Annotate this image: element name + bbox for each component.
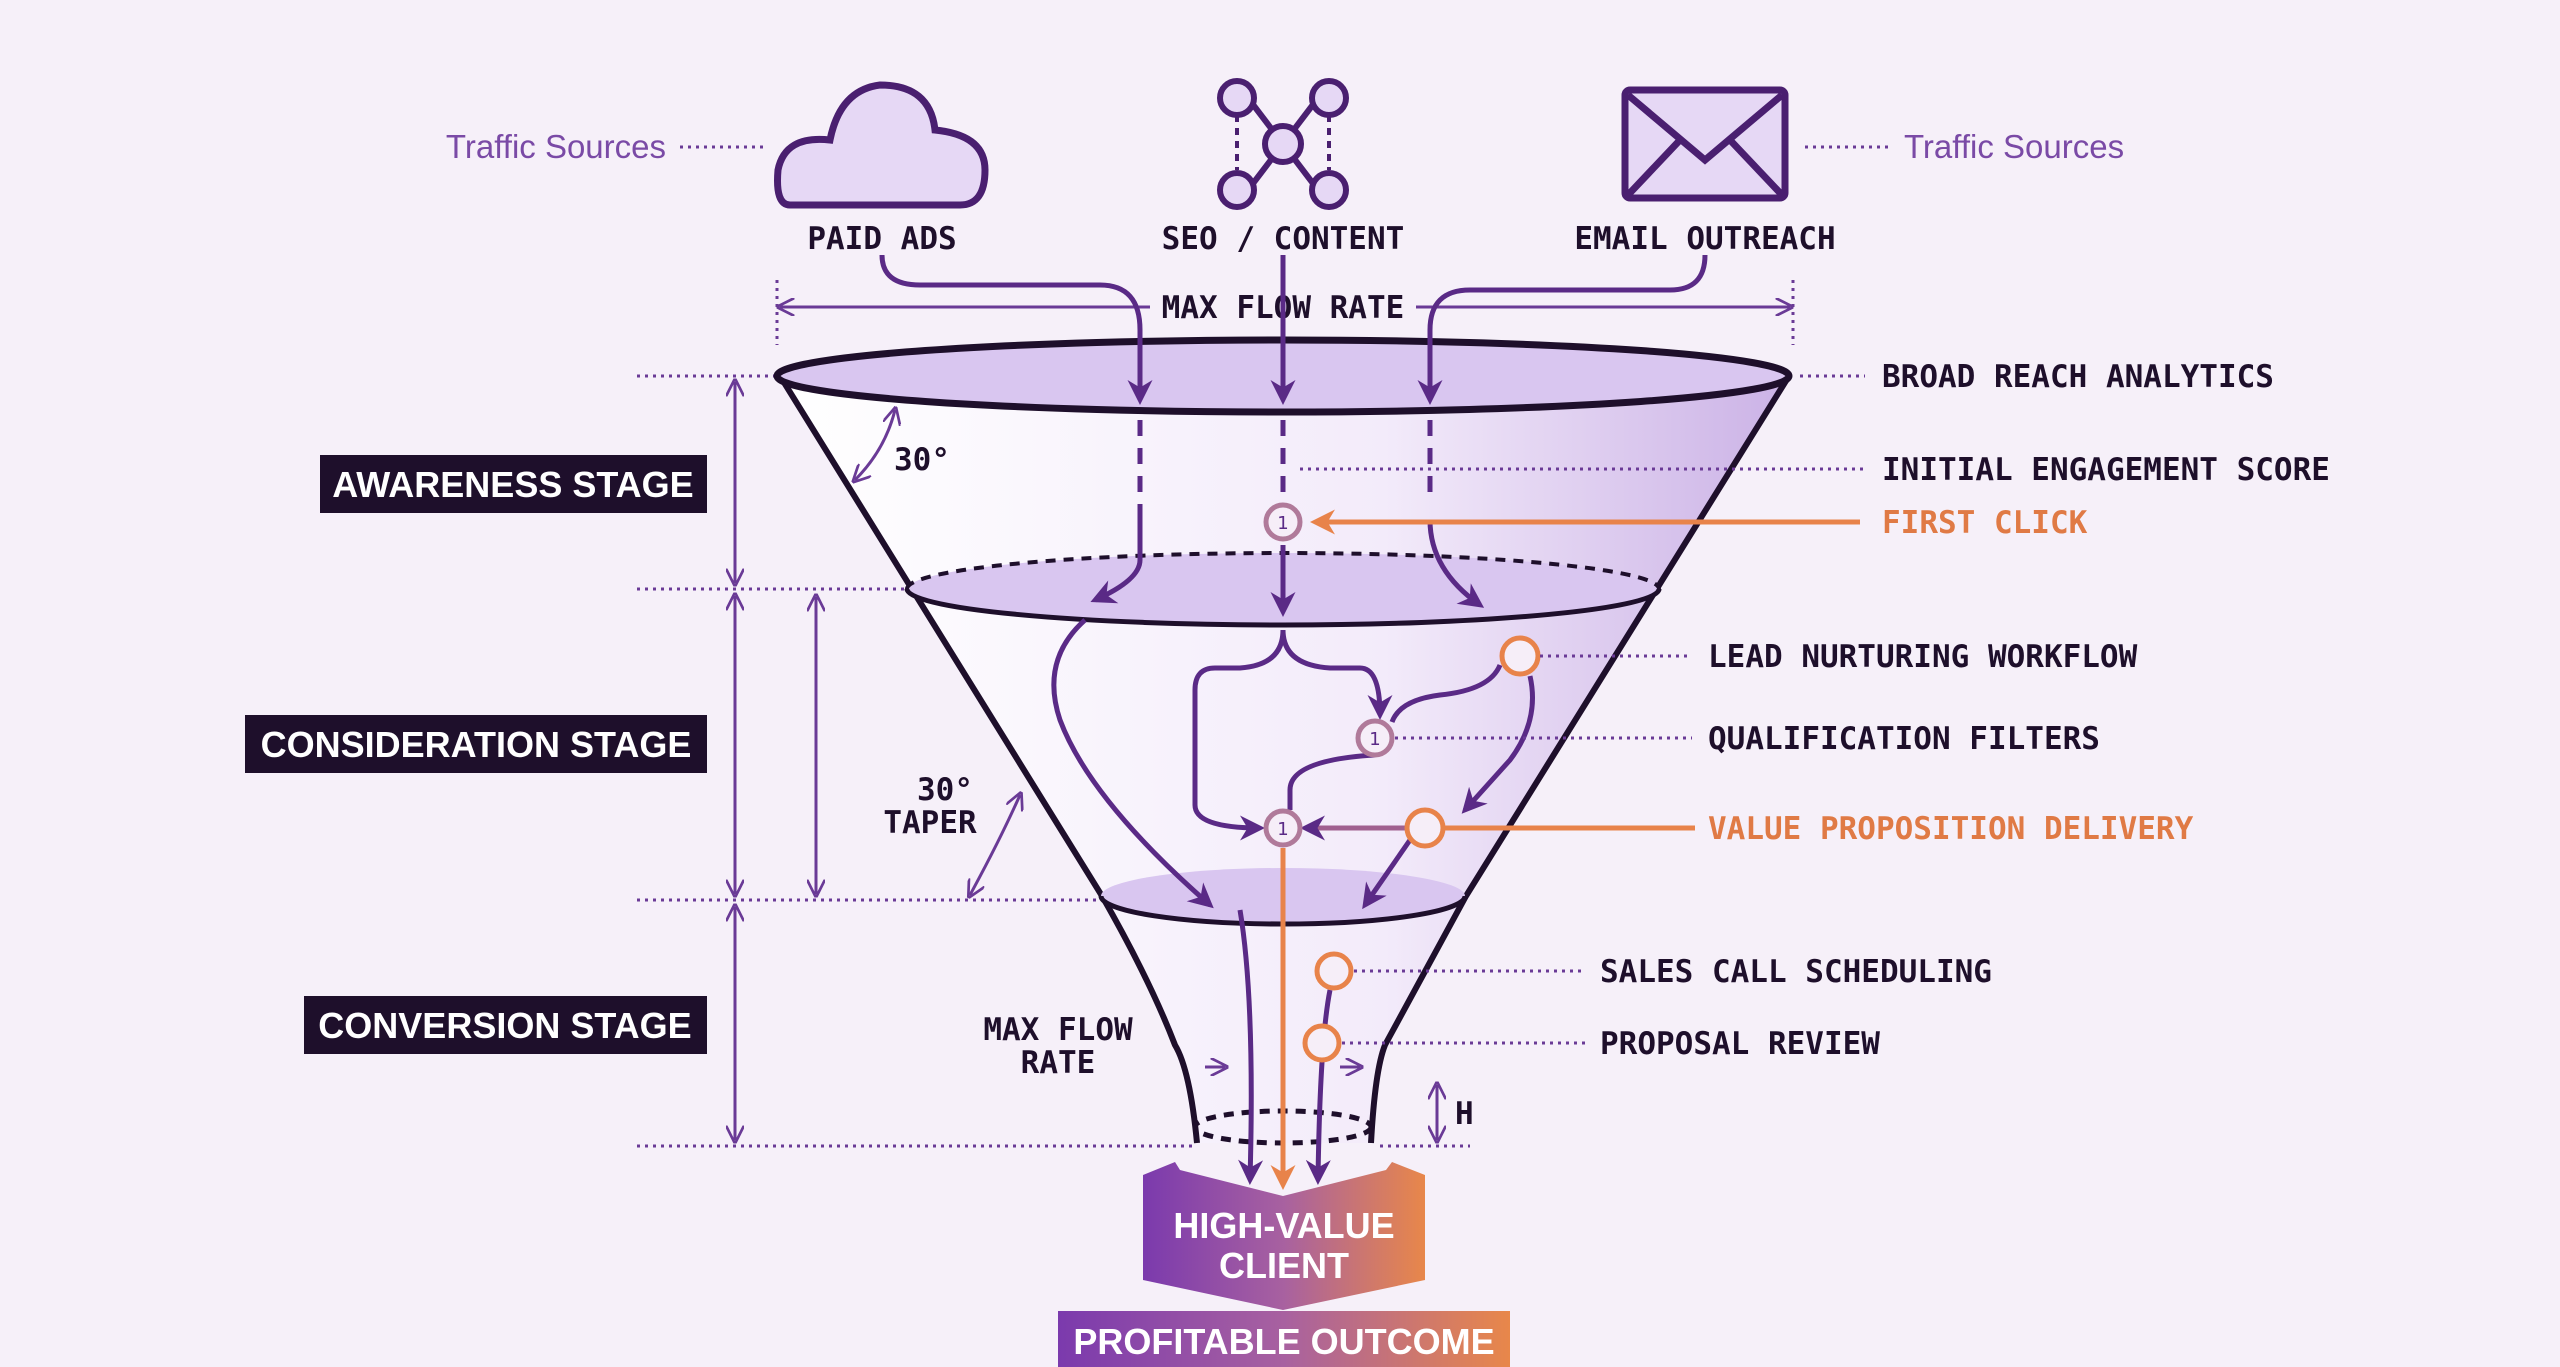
client-label-2: CLIENT: [1219, 1245, 1349, 1286]
max-flow-bottom-label: MAX FLOW: [983, 1012, 1133, 1048]
stage-label-awareness: AWARENESS STAGE: [320, 455, 707, 513]
taper-label: TAPER: [883, 805, 977, 841]
stage-label-text: CONVERSION STAGE: [318, 1005, 691, 1046]
paid-ads-label: PAID ADS: [807, 221, 956, 257]
stage-label-text: AWARENESS STAGE: [332, 464, 693, 505]
angle-top-label: 30°: [894, 442, 950, 478]
high-value-client-badge: HIGH-VALUE CLIENT: [1143, 1162, 1425, 1310]
stage-markers: 1 1 1: [1263, 502, 1541, 1063]
email-outreach-label: EMAIL OUTREACH: [1574, 221, 1835, 257]
seo-content-label: SEO / CONTENT: [1162, 221, 1405, 257]
height-label: H: [1455, 1096, 1474, 1132]
marker-number: 1: [1277, 513, 1288, 534]
profitable-outcome-label: PROFITABLE OUTCOME: [1073, 1321, 1494, 1362]
envelope-icon: [1621, 86, 1789, 202]
lead-nurturing-label: LEAD NURTURING WORKFLOW: [1708, 639, 2138, 675]
flow-paths: [879, 254, 1860, 1190]
stage-label-consideration: CONSIDERATION STAGE: [245, 715, 707, 773]
traffic-sources-label-right: Traffic Sources: [1904, 128, 2124, 165]
qualification-filters-label: QUALIFICATION FILTERS: [1708, 721, 2100, 757]
marker-number: 1: [1369, 729, 1380, 750]
traffic-sources-label-left: Traffic Sources: [446, 128, 666, 165]
proposal-review-label: PROPOSAL REVIEW: [1600, 1026, 1880, 1062]
initial-engagement-label: INITIAL ENGAGEMENT SCORE: [1882, 452, 2330, 488]
stage-label-text: CONSIDERATION STAGE: [261, 724, 692, 765]
marker-number: 1: [1277, 819, 1288, 840]
annotations: BROAD REACH ANALYTICS INITIAL ENGAGEMENT…: [1300, 359, 2330, 1062]
sales-call-label: SALES CALL SCHEDULING: [1600, 954, 1992, 990]
stage-dimensions: 30° 30° TAPER MAX FLOW RATE H: [735, 382, 1474, 1140]
stage-label-conversion: CONVERSION STAGE: [304, 996, 707, 1054]
value-proposition-label: VALUE PROPOSITION DELIVERY: [1708, 811, 2194, 847]
client-label-1: HIGH-VALUE: [1173, 1205, 1394, 1246]
broad-reach-label: BROAD REACH ANALYTICS: [1882, 359, 2274, 395]
taper-angle-label: 30°: [917, 772, 973, 808]
profitable-outcome-badge: PROFITABLE OUTCOME: [1058, 1311, 1510, 1367]
network-icon: [1217, 78, 1349, 210]
max-flow-bottom-label-2: RATE: [1021, 1045, 1096, 1081]
first-click-label: FIRST CLICK: [1882, 505, 2088, 541]
cloud-icon: [774, 81, 989, 209]
